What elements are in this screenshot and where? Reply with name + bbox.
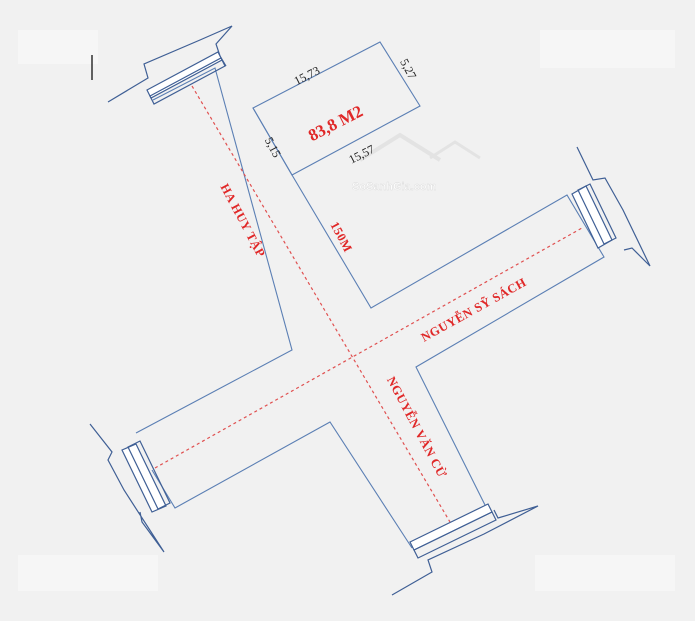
corner-blur-bottom-right xyxy=(535,555,675,591)
land-lot-outline xyxy=(252,41,421,176)
road-length-label: 150M xyxy=(327,219,355,254)
watermark: SoSanhGia.com xyxy=(352,132,481,193)
street-outline-upper-left xyxy=(135,67,293,434)
corner-blur-top-left xyxy=(18,30,98,64)
street-outline-lower-left xyxy=(151,421,413,549)
street-name-nguyen-sy-sach: NGUYỄN SỸ SÁCH xyxy=(418,274,529,344)
centerline-nguyen-sy-sach xyxy=(154,227,583,469)
street-end-marker-left xyxy=(89,423,171,553)
corner-blur-top-right xyxy=(540,30,675,68)
lot-top-side-label: 15,73 xyxy=(292,63,322,88)
watermark-text: SoSanhGia.com xyxy=(352,181,437,193)
corner-blur-bottom-left xyxy=(18,555,158,591)
street-end-marker-top xyxy=(107,25,233,105)
street-name-ha-huy-tap: HA HUY TẬP xyxy=(217,181,268,259)
street-end-marker-right xyxy=(571,146,651,267)
lot-right-side-label: 5,27 xyxy=(397,56,419,81)
lot-area-label: 83,8 M2 xyxy=(305,102,366,146)
street-end-marker-bottom xyxy=(391,503,539,596)
lot-bottom-side-label: 15,57 xyxy=(346,142,376,167)
centerline-ha-huy-tap-nguyen-van-cu xyxy=(191,85,451,523)
